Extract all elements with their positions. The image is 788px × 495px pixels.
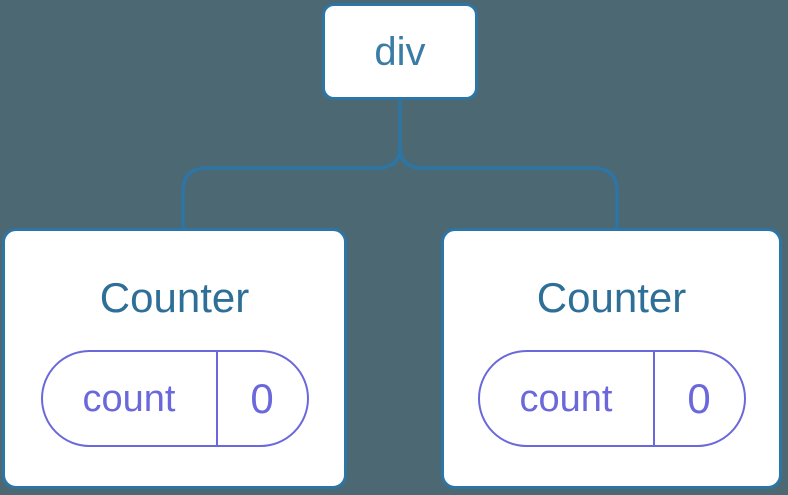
state-pill: count 0	[40, 350, 309, 447]
state-value: 0	[687, 374, 711, 422]
state-value-cell: 0	[655, 352, 744, 445]
state-name-cell: count	[480, 352, 655, 445]
root-div-node: div	[322, 3, 478, 100]
state-name: count	[82, 377, 176, 420]
component-name-label: Counter	[536, 274, 687, 321]
counter-component-card-right: Counter count 0	[441, 228, 782, 489]
connector-branch-right	[398, 145, 619, 231]
state-pill: count 0	[477, 350, 746, 447]
state-value: 0	[250, 374, 274, 422]
component-name-label: Counter	[99, 274, 250, 321]
state-name: count	[519, 377, 613, 420]
connector-branch-left	[181, 145, 402, 231]
state-value-cell: 0	[218, 352, 307, 445]
counter-component-card-left: Counter count 0	[2, 228, 347, 489]
state-name-cell: count	[43, 352, 218, 445]
root-node-label: div	[374, 29, 426, 74]
